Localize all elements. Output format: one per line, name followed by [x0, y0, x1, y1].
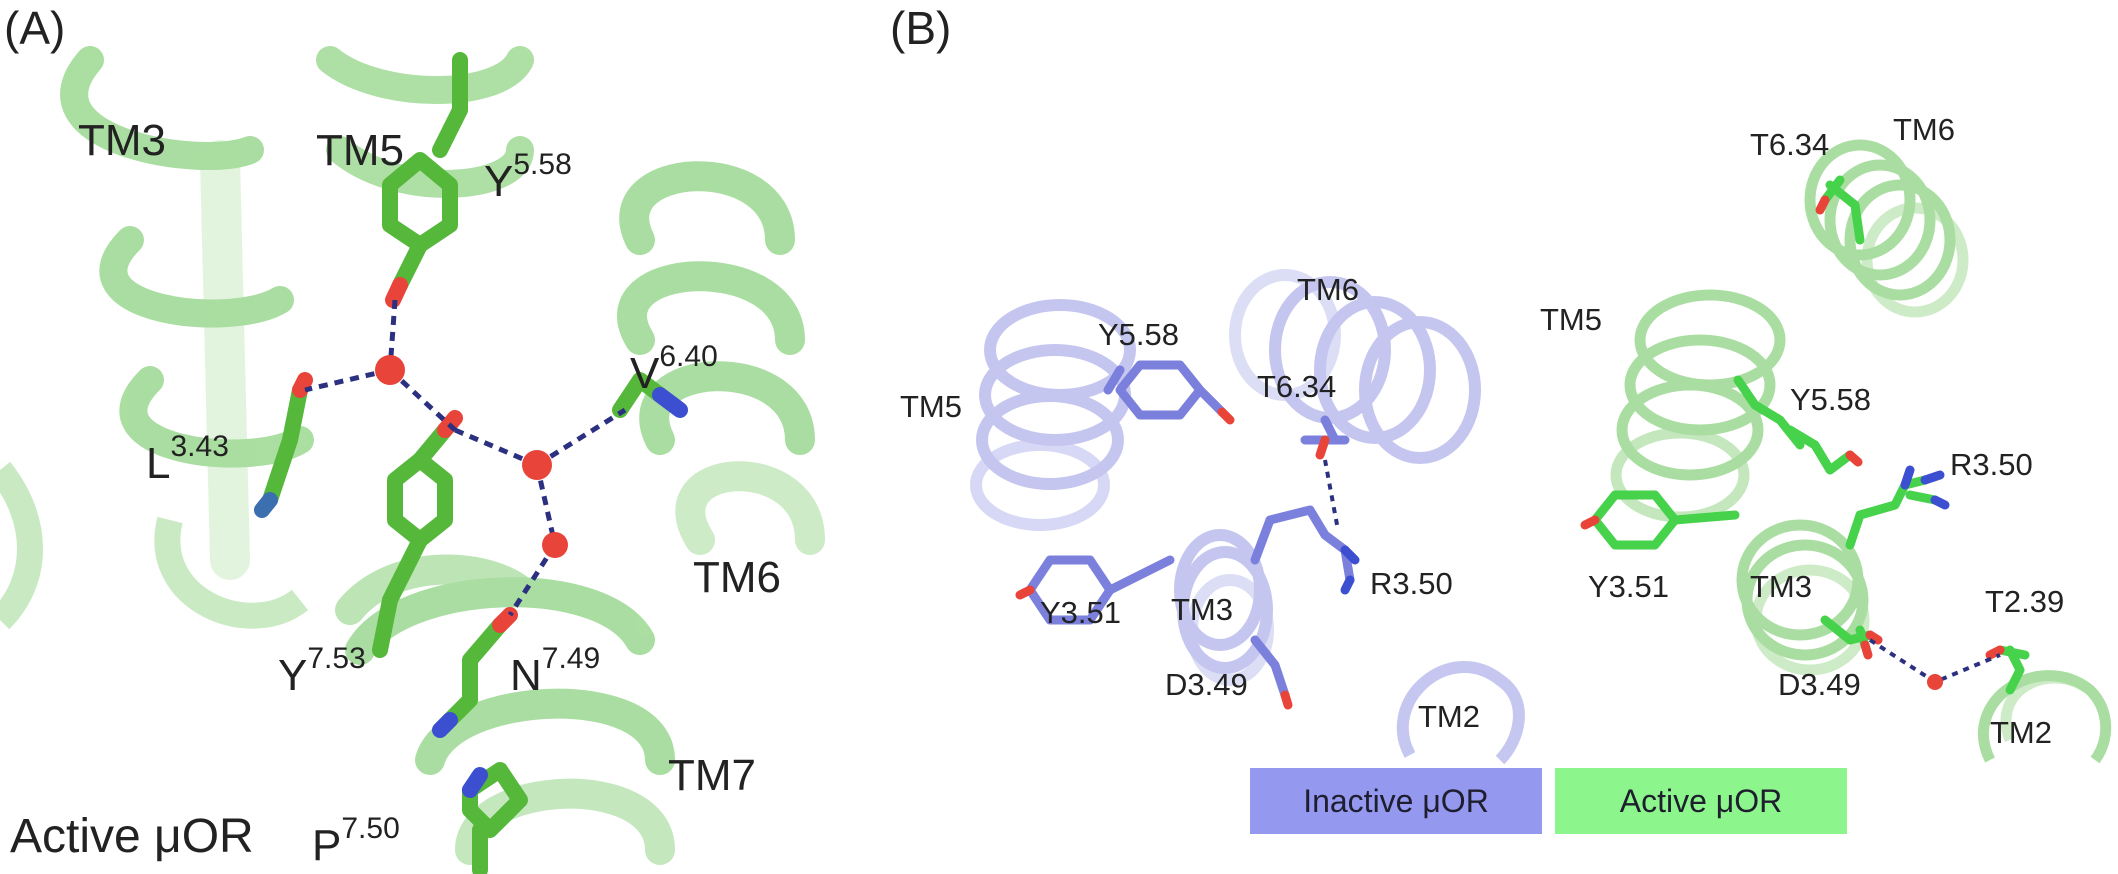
- label-d349-inactive: D3.49: [1165, 667, 1248, 702]
- label-y558-a: Y5.58: [484, 148, 572, 206]
- residue-sticks-active: [1590, 175, 2030, 695]
- label-y558-active: Y5.58: [1790, 382, 1871, 417]
- label-tm3-a: TM3: [78, 116, 166, 165]
- panel-a: (A): [0, 2, 825, 874]
- helix-tm2-active: [1978, 670, 2112, 764]
- helix-tm3-inactive: [1174, 529, 1274, 686]
- legend-inactive-label: Inactive μOR: [1303, 782, 1489, 819]
- legend-inactive-muor: Inactive μOR: [1250, 768, 1542, 834]
- helix-tm3-active: [1736, 519, 1870, 676]
- label-y351-active: Y3.51: [1588, 569, 1669, 604]
- label-tm6-a: TM6: [693, 553, 781, 602]
- helix-tm6-active: [1804, 139, 1969, 318]
- helix-left-edge-a: [0, 461, 309, 630]
- label-y351-inactive: Y3.51: [1040, 595, 1121, 630]
- label-tm2-inactive: TM2: [1418, 699, 1480, 734]
- hbond-network-a: [304, 299, 627, 617]
- label-tm5-a: TM5: [316, 126, 404, 175]
- panel-a-tag: (A): [4, 2, 65, 54]
- label-n749-a: N7.49: [510, 642, 600, 700]
- label-t634-inactive: T6.34: [1257, 369, 1336, 404]
- label-tm6-active: TM6: [1893, 112, 1955, 147]
- label-d349-active: D3.49: [1778, 667, 1861, 702]
- water-a-1: [375, 355, 405, 385]
- water-a-3: [542, 532, 568, 558]
- atom-tips-inactive: [1015, 407, 1360, 710]
- residue-sticks-inactive: [1025, 360, 1355, 700]
- label-tm2-active: TM2: [1990, 715, 2052, 750]
- label-y753-a: Y7.53: [278, 642, 366, 700]
- label-tm3-inactive: TM3: [1171, 592, 1233, 627]
- label-tm5-active: TM5: [1540, 302, 1602, 337]
- label-t634-active: T6.34: [1750, 127, 1829, 162]
- label-r350-inactive: R3.50: [1370, 566, 1453, 601]
- helix-tm2-inactive: [1397, 661, 1525, 765]
- label-tm5-inactive: TM5: [900, 389, 962, 424]
- residue-sticks-a: [262, 52, 668, 874]
- helix-tm5-active: [1610, 289, 1786, 523]
- label-tm3-active: TM3: [1750, 569, 1812, 604]
- helix-tm6-inactive: [1229, 269, 1481, 464]
- label-v640-a: V6.40: [630, 340, 718, 398]
- label-t239-active: T2.39: [1985, 584, 2064, 619]
- atom-tips-active: [1580, 195, 2005, 660]
- panel-b: (B): [890, 2, 2112, 765]
- label-tm7-a: TM7: [668, 751, 756, 800]
- helix-tm6-a: [617, 161, 825, 555]
- helix-tm3-a: [60, 46, 314, 580]
- hbond-inactive: [1323, 459, 1340, 531]
- water-active-b: [1927, 674, 1943, 690]
- label-r350-active: R3.50: [1950, 447, 2033, 482]
- label-p750-a: P7.50: [312, 812, 400, 870]
- label-tm6-inactive: TM6: [1297, 272, 1359, 307]
- label-l343-a: L3.43: [146, 430, 229, 488]
- panel-b-tag: (B): [890, 2, 951, 54]
- legend-active-label: Active μOR: [1619, 782, 1783, 819]
- water-a-2: [522, 450, 552, 480]
- legend-active-muor: Active μOR: [1555, 768, 1847, 834]
- label-active-muor-a: Active μOR: [10, 810, 254, 863]
- label-y558-inactive: Y5.58: [1098, 317, 1179, 352]
- water-molecules-a: [375, 355, 568, 558]
